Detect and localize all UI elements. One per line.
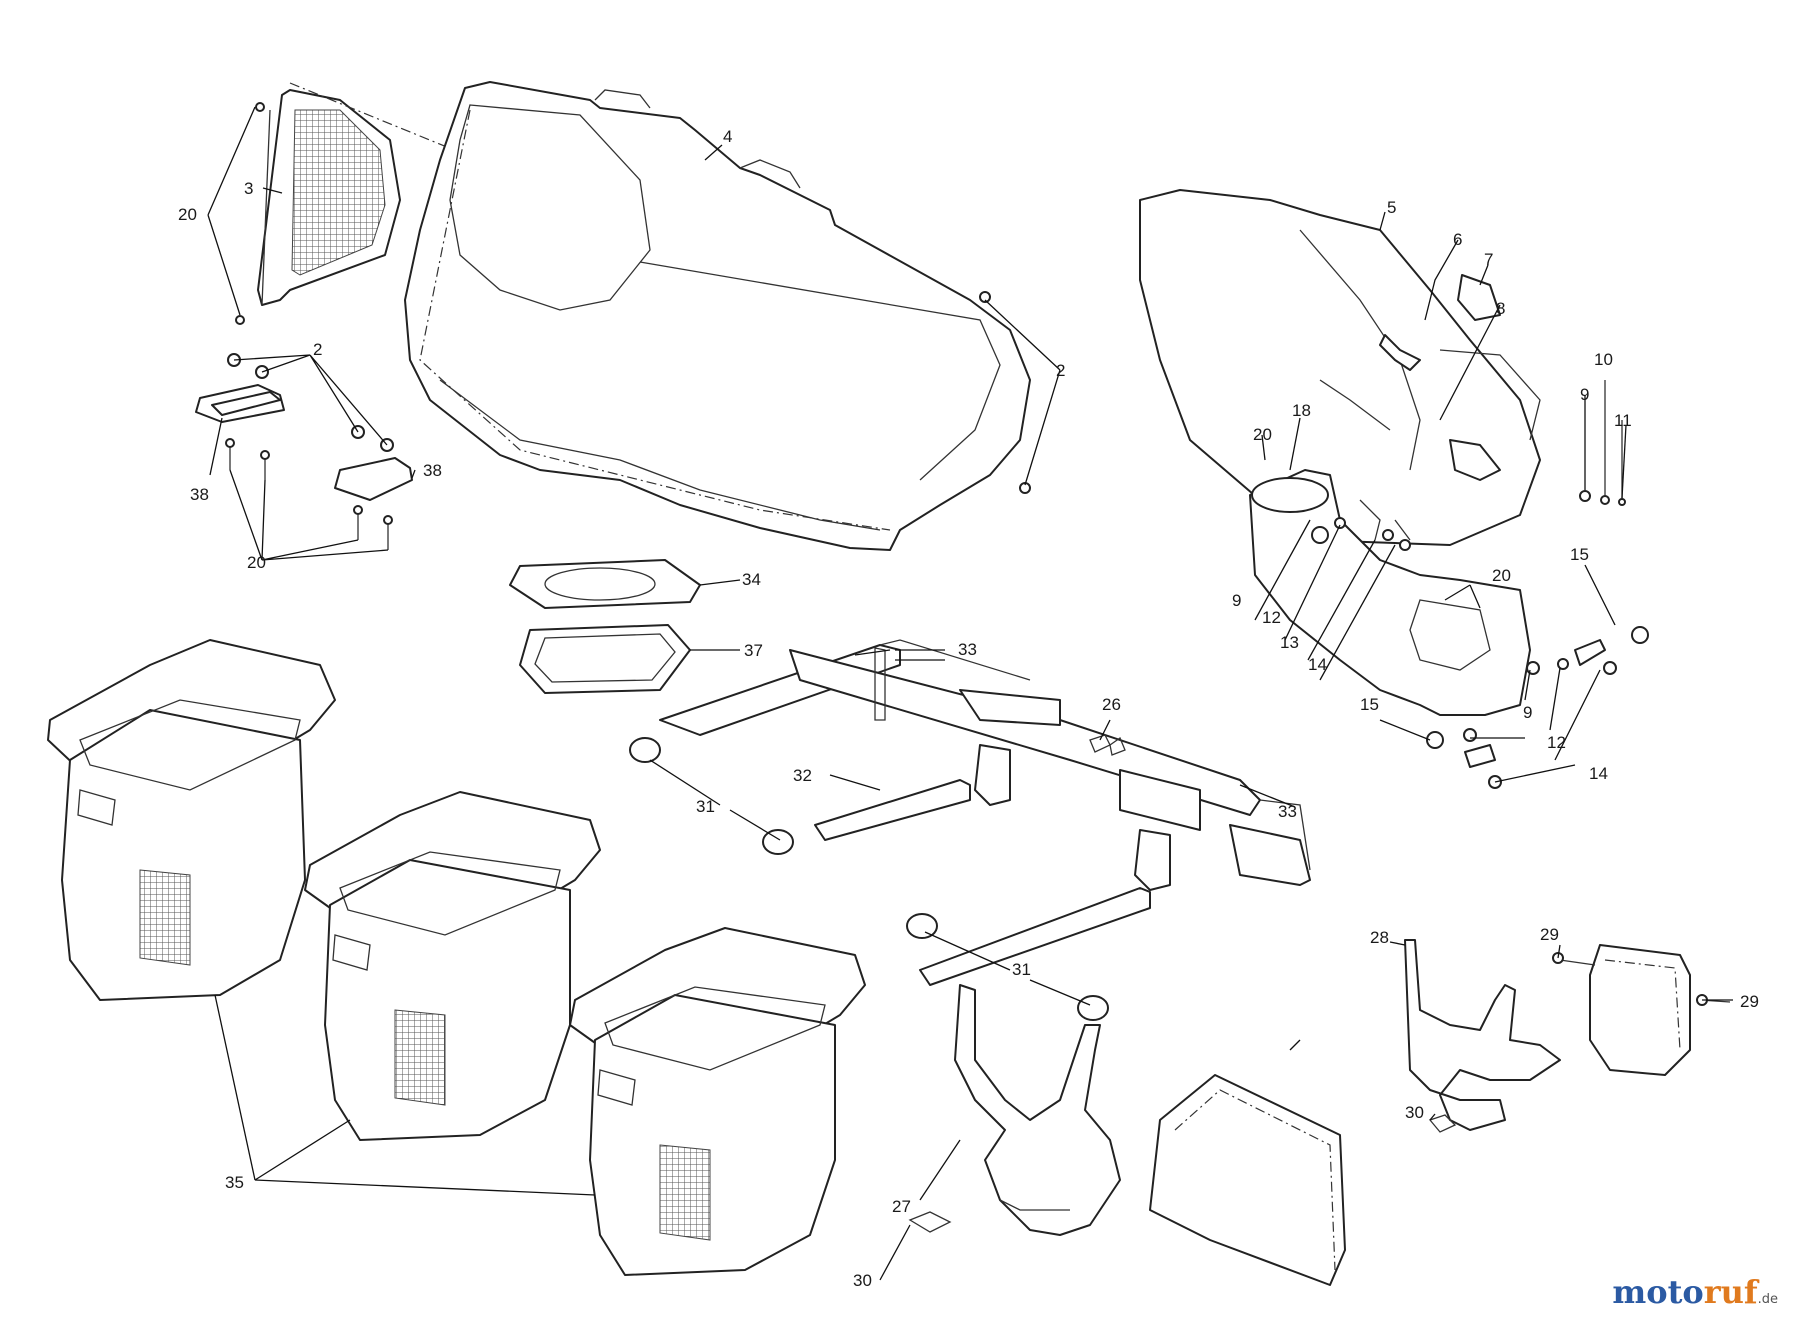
callout-31-right: 31	[1012, 960, 1031, 979]
callout-37: 37	[744, 641, 763, 660]
callout-15-right: 15	[1570, 545, 1589, 564]
bag-support-frame	[659, 639, 1311, 986]
callout-30-left: 30	[853, 1271, 872, 1290]
callout-34: 34	[742, 570, 761, 589]
callout-28: 28	[1370, 928, 1389, 947]
callout-4: 4	[723, 127, 732, 146]
callout-27: 27	[892, 1197, 911, 1216]
watermark-logo: motoruf.de	[1612, 1273, 1778, 1311]
chute-latch-handle	[1379, 274, 1541, 481]
hardware-bolts	[225, 102, 1031, 550]
watermark-part1: moto	[1612, 1273, 1704, 1311]
callout-9-low: 9	[1523, 703, 1532, 722]
callout-20-chute: 20	[1253, 425, 1272, 444]
rear-screen-part	[257, 89, 401, 306]
pivot-hardware	[1334, 499, 1649, 789]
callout-31-left: 31	[696, 797, 715, 816]
callout-20-rear-screen: 20	[178, 205, 197, 224]
cotter-pin-30a	[1428, 1114, 1457, 1133]
callout-labels: 20 3 4 2 2 38 38 20 34 37 33 33 26 32 31…	[178, 127, 1759, 1290]
callout-14-mid: 14	[1308, 655, 1327, 674]
callout-13: 13	[1280, 633, 1299, 652]
grass-bag-1	[47, 639, 336, 1001]
callout-10: 10	[1594, 350, 1613, 369]
discharge-chute-part	[1139, 189, 1541, 546]
callout-35: 35	[225, 1173, 244, 1192]
callout-32: 32	[793, 766, 812, 785]
mounting-bracket-right	[334, 425, 413, 501]
callout-29-top: 29	[1540, 925, 1559, 944]
mount-plate-29	[1552, 944, 1731, 1076]
hitch-plate	[1149, 1074, 1346, 1286]
gasket-plate	[509, 559, 701, 609]
callout-38-right: 38	[423, 461, 442, 480]
tube-end-caps	[629, 737, 1109, 1021]
hitch-rod-28	[1404, 939, 1561, 1131]
callout-7: 7	[1484, 250, 1493, 269]
hitch-bracket-27	[954, 984, 1121, 1236]
callout-20-brackets: 20	[247, 553, 266, 572]
callout-6: 6	[1453, 230, 1462, 249]
callout-9-mid: 9	[1232, 591, 1241, 610]
callout-38-left: 38	[190, 485, 209, 504]
callout-26: 26	[1102, 695, 1121, 714]
grass-bag-3	[569, 927, 866, 1276]
watermark-part2: ruf	[1703, 1273, 1758, 1311]
callout-3: 3	[244, 179, 253, 198]
callout-8: 8	[1496, 299, 1505, 318]
callout-5: 5	[1387, 198, 1396, 217]
part-26-clip	[1089, 734, 1126, 756]
callout-11: 11	[1614, 411, 1632, 430]
callout-30-right: 30	[1405, 1103, 1424, 1122]
callout-2-brackets: 2	[313, 340, 322, 359]
callout-14-low: 14	[1589, 764, 1608, 783]
callout-18: 18	[1292, 401, 1311, 420]
watermark-suffix: .de	[1757, 1292, 1778, 1307]
callout-33-top: 33	[958, 640, 977, 659]
callout-9-top: 9	[1580, 385, 1589, 404]
callout-12-mid: 12	[1262, 608, 1281, 627]
mounting-bracket-left	[195, 353, 285, 423]
seal-ring	[519, 624, 691, 694]
chute-adapter-part	[1249, 469, 1531, 716]
hopper-frame-part	[404, 81, 1031, 551]
callout-15-left: 15	[1360, 695, 1379, 714]
grass-bag-2	[304, 791, 601, 1141]
callout-12-low: 12	[1547, 733, 1566, 752]
callout-20-adapter: 20	[1492, 566, 1511, 585]
callout-2-hopper: 2	[1056, 361, 1065, 380]
callout-33-right: 33	[1278, 802, 1297, 821]
leader-lines	[207, 106, 1733, 1281]
callout-29-right: 29	[1740, 992, 1759, 1011]
cotter-pin-30b	[908, 1211, 952, 1233]
